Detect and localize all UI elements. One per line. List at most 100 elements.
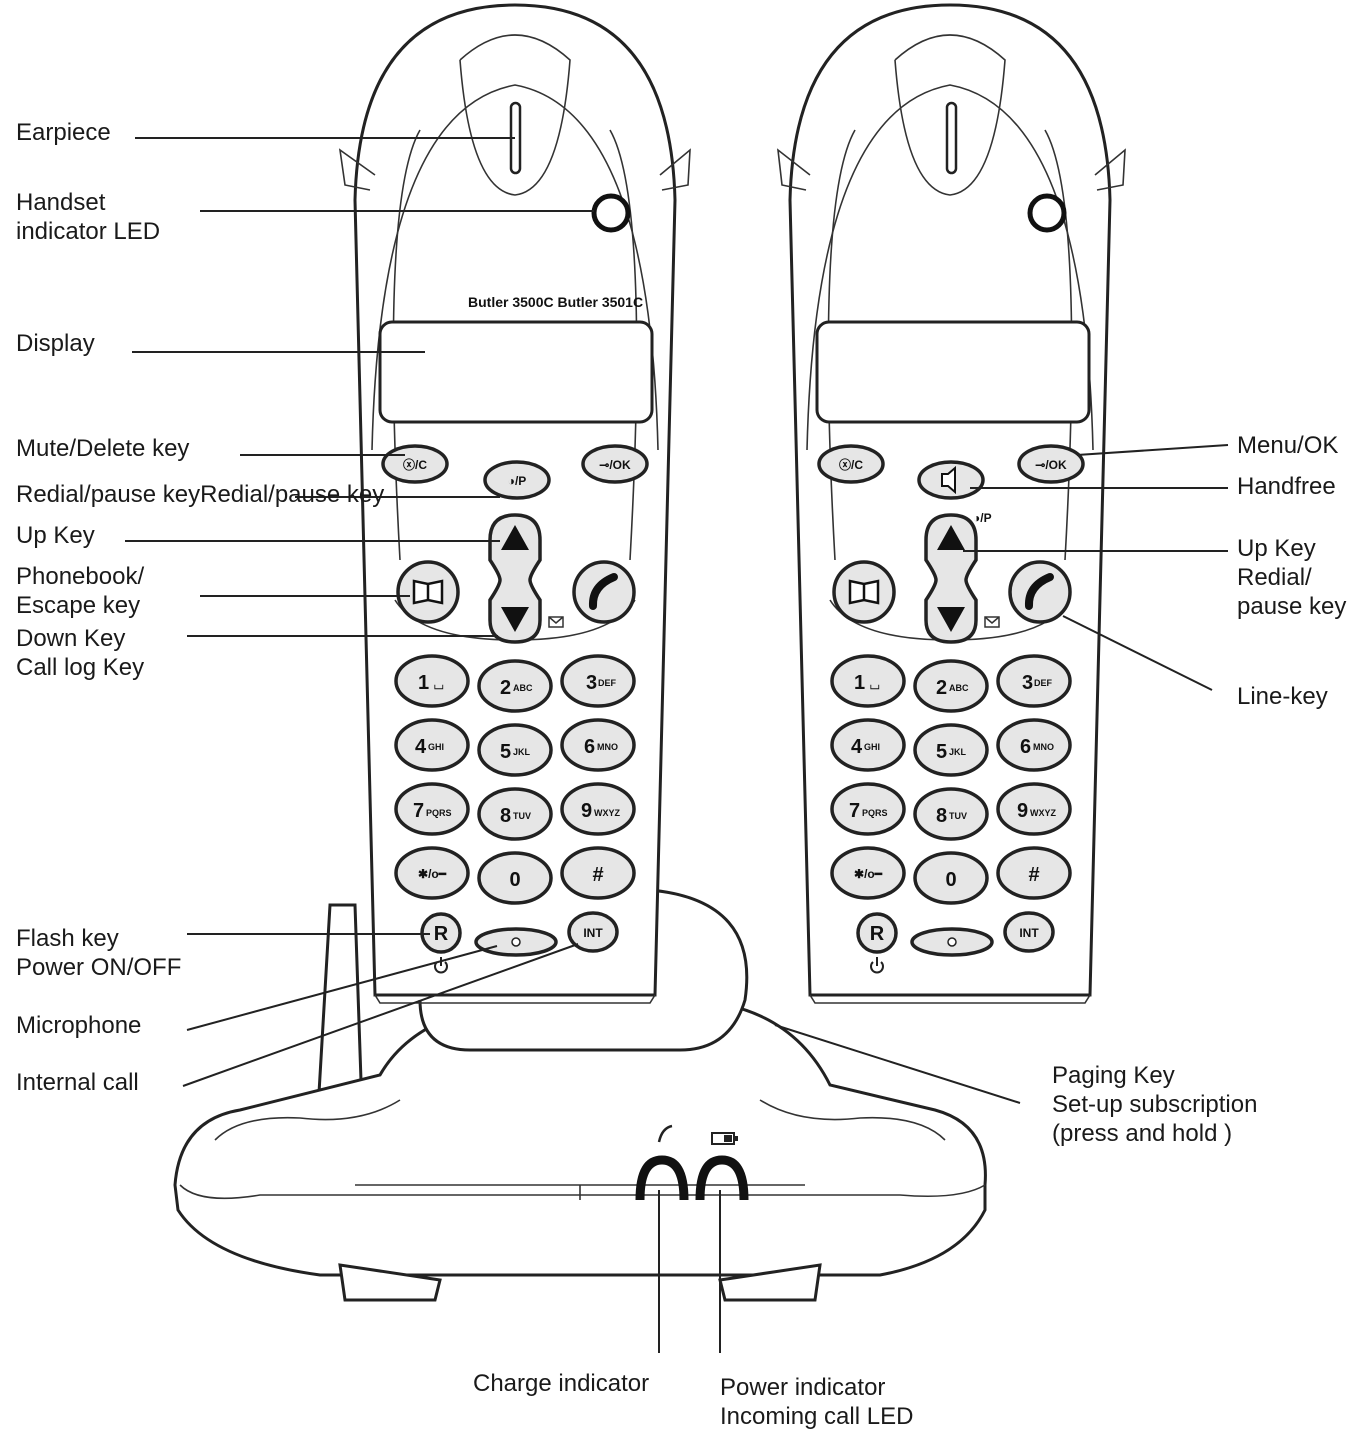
menu-ok-key[interactable]: ⊸/OK bbox=[581, 444, 649, 484]
label-display: Display bbox=[16, 330, 95, 357]
svg-text:8: 8 bbox=[500, 805, 511, 827]
label-charge: Charge indicator bbox=[473, 1370, 649, 1397]
flash-key-2[interactable]: R bbox=[856, 912, 898, 954]
microphone-2 bbox=[910, 927, 994, 957]
labels-left: Earpiece Handset indicator LED Display M… bbox=[16, 119, 384, 1096]
svg-text:◑/P: ◑/P bbox=[508, 474, 527, 488]
svg-text:6: 6 bbox=[1020, 736, 1031, 758]
label-up-key-r: Up Key bbox=[1237, 535, 1316, 562]
svg-text:JKL: JKL bbox=[949, 747, 967, 757]
label-up-key: Up Key bbox=[16, 522, 95, 549]
label-paging: Paging Key bbox=[1052, 1062, 1175, 1089]
key-hash[interactable]: # bbox=[560, 846, 636, 900]
label-earpiece: Earpiece bbox=[16, 119, 111, 146]
svg-text:2: 2 bbox=[936, 677, 947, 699]
svg-text:ⓧ/C: ⓧ/C bbox=[839, 457, 863, 472]
svg-text:TUV: TUV bbox=[949, 811, 967, 821]
svg-text:DEF: DEF bbox=[1034, 678, 1053, 688]
nav-rocker-2[interactable] bbox=[924, 513, 978, 644]
svg-text:MNO: MNO bbox=[597, 742, 618, 752]
battery-icon bbox=[711, 1132, 738, 1145]
labels-right: Menu/OK Handfree Up Key Redial/ pause ke… bbox=[1052, 432, 1346, 1147]
label-internal-call: Internal call bbox=[16, 1069, 139, 1096]
label-handset-led-2: indicator LED bbox=[16, 218, 160, 245]
svg-text:9: 9 bbox=[581, 800, 592, 822]
svg-text:⌴: ⌴ bbox=[434, 678, 444, 692]
nav-rocker[interactable] bbox=[488, 513, 542, 644]
int-key-2[interactable]: INT bbox=[1003, 911, 1055, 953]
book-icon bbox=[412, 579, 444, 605]
up-arrow-icon bbox=[501, 525, 529, 550]
svg-text:⊸/OK: ⊸/OK bbox=[599, 458, 631, 472]
display-screen bbox=[378, 320, 654, 424]
key-star[interactable]: ✱/o━ bbox=[394, 846, 470, 900]
svg-text:4: 4 bbox=[851, 736, 863, 758]
svg-text:JKL: JKL bbox=[513, 747, 531, 757]
key-0[interactable]: 0 bbox=[913, 851, 989, 905]
label-line-key: Line-key bbox=[1237, 683, 1328, 710]
label-redial-pause: Redial/pause keyRedial/pause key bbox=[16, 481, 384, 508]
charge-indicator bbox=[635, 1155, 689, 1201]
phone-icon bbox=[657, 1124, 673, 1143]
svg-text:1: 1 bbox=[854, 672, 865, 694]
line-key-2[interactable] bbox=[1008, 560, 1072, 624]
svg-text:8: 8 bbox=[936, 805, 947, 827]
svg-text:#: # bbox=[1028, 864, 1039, 886]
svg-text:2: 2 bbox=[500, 677, 511, 699]
label-incoming-call: Incoming call LED bbox=[720, 1403, 913, 1430]
svg-text:PQRS: PQRS bbox=[426, 808, 452, 818]
earpiece-2 bbox=[894, 34, 1006, 196]
label-power-indicator: Power indicator bbox=[720, 1374, 885, 1401]
envelope-icon bbox=[984, 616, 1000, 628]
svg-text:4: 4 bbox=[415, 736, 427, 758]
redial-pause-key[interactable]: ◑/P bbox=[483, 460, 551, 500]
mute-delete-key-2[interactable]: ⓧ/C bbox=[817, 444, 885, 484]
handset-led bbox=[591, 193, 631, 233]
line-key[interactable] bbox=[572, 560, 636, 624]
key-1[interactable]: 1⌴ bbox=[830, 654, 906, 708]
key-0[interactable]: 0 bbox=[477, 851, 553, 905]
int-key[interactable]: INT bbox=[567, 911, 619, 953]
key-star[interactable]: ✱/o━ bbox=[830, 846, 906, 900]
antenna bbox=[316, 903, 364, 1112]
earpiece bbox=[459, 34, 571, 196]
mute-delete-key[interactable]: ⓧ/C bbox=[381, 444, 449, 484]
svg-text:INT: INT bbox=[1019, 926, 1039, 940]
display-screen-2 bbox=[815, 320, 1091, 424]
phonebook-key-2[interactable] bbox=[832, 560, 896, 624]
svg-text:7: 7 bbox=[849, 800, 860, 822]
svg-text:R: R bbox=[870, 923, 885, 945]
menu-ok-key-2[interactable]: ⊸/OK bbox=[1017, 444, 1085, 484]
phonebook-key[interactable] bbox=[396, 560, 460, 624]
label-down-key: Down Key bbox=[16, 625, 125, 652]
down-arrow-icon bbox=[937, 607, 965, 632]
key-hash[interactable]: # bbox=[996, 846, 1072, 900]
label-subscription: Set-up subscription bbox=[1052, 1091, 1257, 1118]
label-microphone: Microphone bbox=[16, 1012, 141, 1039]
handfree-key[interactable] bbox=[917, 460, 985, 500]
label-pause-r: pause key bbox=[1237, 593, 1346, 620]
svg-text:9: 9 bbox=[1017, 800, 1028, 822]
svg-text:ABC: ABC bbox=[949, 683, 969, 693]
key-1[interactable]: 1⌴ bbox=[394, 654, 470, 708]
svg-text:0: 0 bbox=[509, 869, 520, 891]
label-power: Power ON/OFF bbox=[16, 954, 181, 981]
envelope-icon bbox=[548, 616, 564, 628]
